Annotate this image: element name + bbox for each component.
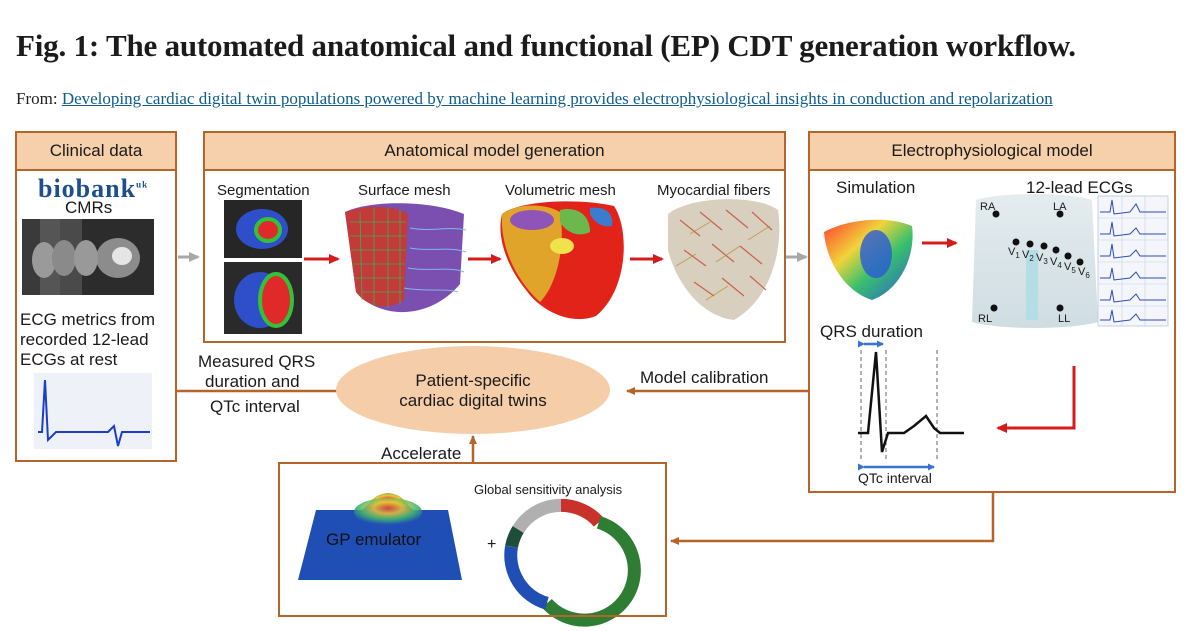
accelerate-label: Accelerate xyxy=(381,444,462,463)
step-surface-mesh: Surface mesh xyxy=(358,182,451,199)
model-calibration-label: Model calibration xyxy=(640,368,769,387)
gp-emulator-label: GP emulator xyxy=(326,530,422,549)
biobank-logo-text: biobank xyxy=(38,174,137,203)
cmr-image-stack xyxy=(22,219,154,295)
figure-title: Fig. 1: The automated anatomical and fun… xyxy=(16,28,1076,63)
qrs-qtc-waveform xyxy=(858,340,964,471)
electrode-la: LA xyxy=(1053,201,1067,213)
measured-line-1: Measured QRS xyxy=(198,352,316,371)
qtc-interval-label: QTc interval xyxy=(858,470,932,486)
biobank-logo: biobankuk xyxy=(38,174,148,204)
twins-ellipse xyxy=(336,346,610,434)
clinical-data-header: Clinical data xyxy=(15,131,177,171)
step-segmentation: Segmentation xyxy=(217,182,310,199)
twins-label-line-2: cardiac digital twins xyxy=(399,391,547,410)
source-article-link[interactable]: Developing cardiac digital twin populati… xyxy=(61,89,1053,108)
precordial-v4: V4 xyxy=(1050,256,1062,271)
cmrs-label: CMRs xyxy=(65,198,113,217)
ecg-metrics-line-1: ECG metrics from xyxy=(20,310,156,329)
simulation-heart-image xyxy=(824,219,913,300)
precordial-v1: V1 xyxy=(1008,246,1020,261)
electrode-rl: RL xyxy=(978,313,993,325)
surface-mesh-image xyxy=(345,203,467,313)
simulation-label: Simulation xyxy=(836,178,916,197)
source-line: From: Developing cardiac digital twin po… xyxy=(16,89,1053,109)
precordial-v3: V3 xyxy=(1036,252,1048,267)
gp-emulator-surface xyxy=(298,493,462,580)
torso-electrode-image xyxy=(972,194,1098,328)
precordial-v6: V6 xyxy=(1078,266,1090,281)
biobank-logo-uk: uk xyxy=(136,179,149,190)
precordial-v5: V5 xyxy=(1064,261,1076,276)
ecg-metrics-line-2: recorded 12-lead xyxy=(20,330,149,349)
anatomical-model-header: Anatomical model generation xyxy=(203,131,786,171)
plus-sign: + xyxy=(487,536,497,553)
feedback-red-arrow xyxy=(996,366,1076,433)
from-prefix: From: xyxy=(16,89,58,108)
measured-line-3: QTc interval xyxy=(210,397,300,416)
qrs-duration-label: QRS duration xyxy=(820,322,923,341)
bottom-analysis-panel xyxy=(278,462,667,617)
electrode-ra: RA xyxy=(980,201,996,213)
segmentation-images xyxy=(224,200,302,334)
twelve-lead-ecg-traces xyxy=(1097,195,1169,327)
twins-label-line-1: Patient-specific xyxy=(415,371,531,390)
recorded-ecg-plot xyxy=(34,373,152,449)
ecg-metrics-line-3: ECGs at rest xyxy=(20,350,118,369)
electrode-ll: LL xyxy=(1058,313,1071,325)
myocardial-fibers-image xyxy=(668,199,780,320)
gsa-feedback-arrow xyxy=(670,492,995,545)
precordial-v2: V2 xyxy=(1022,249,1034,264)
step-volumetric-mesh: Volumetric mesh xyxy=(505,182,616,199)
sensitivity-donut-chart xyxy=(504,498,641,627)
volumetric-mesh-image xyxy=(500,201,624,320)
measured-line-2: duration and xyxy=(205,372,300,391)
gsa-label: Global sensitivity analysis xyxy=(474,482,623,497)
ep-model-header: Electrophysiological model xyxy=(808,131,1176,171)
twelve-lead-ecgs-label: 12-lead ECGs xyxy=(1026,178,1133,197)
step-myocardial-fibers: Myocardial fibers xyxy=(657,182,771,199)
